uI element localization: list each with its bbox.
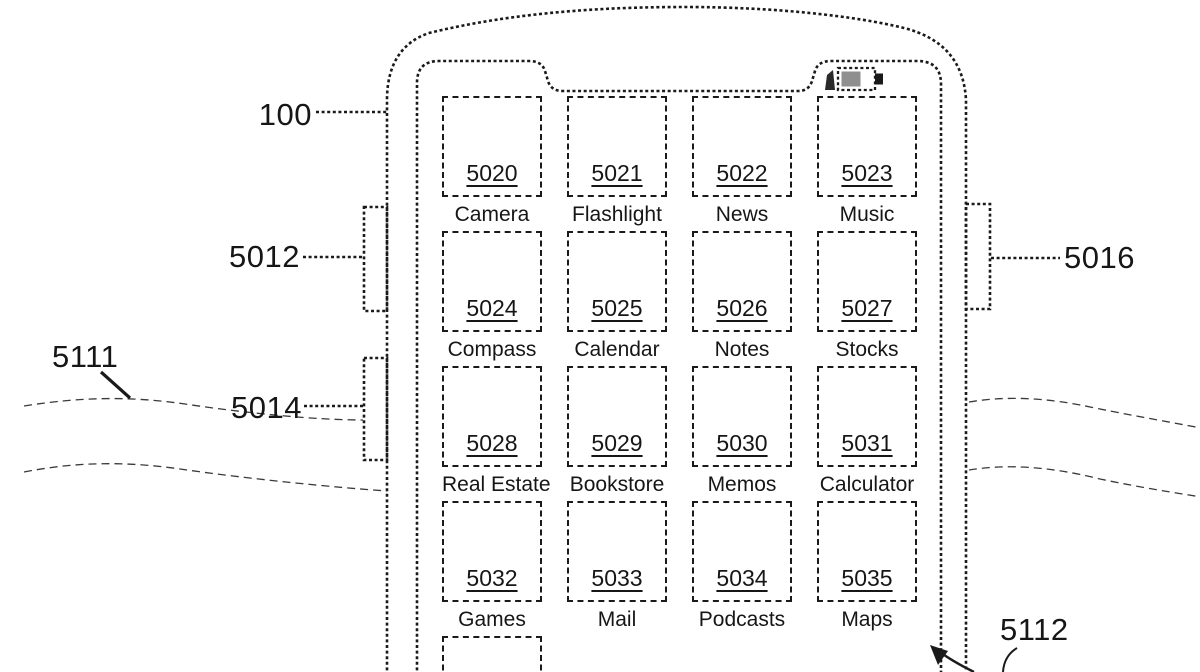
- battery-nub: [875, 73, 883, 85]
- leader-line-5111: [99, 370, 132, 400]
- app-icon-box: 5021: [567, 96, 667, 197]
- app-icon-box: 5026: [692, 231, 792, 332]
- app-ref-number: 5025: [591, 295, 643, 321]
- ref-label-device: 100: [258, 97, 312, 132]
- app-icon-cell: 5031 Calculator: [817, 366, 917, 501]
- app-icon-cell: 5035 Maps: [817, 501, 917, 636]
- app-icon-cell: 5022 News: [692, 96, 792, 231]
- app-icon-box: 5032: [442, 501, 542, 602]
- break-line-left-lower: [23, 463, 388, 492]
- app-name-label: News: [715, 203, 769, 226]
- app-name-label: Calculator: [819, 473, 915, 496]
- app-ref-number: 5027: [841, 295, 893, 321]
- app-name-label: Podcasts: [698, 608, 786, 631]
- ref-label-left-button-top: 5012: [229, 239, 300, 274]
- app-name-label: Bookstore: [569, 473, 665, 496]
- app-ref-number: 5024: [466, 295, 518, 321]
- ref-label-right-button: 5016: [1064, 240, 1135, 275]
- ref-label-swipe-arrow: 5112: [1000, 612, 1069, 647]
- app-icon-cell: 5025 Calendar: [567, 231, 667, 366]
- app-icon-cell: [442, 636, 542, 672]
- signal-icon: [825, 70, 835, 90]
- screen-outline: [415, 59, 943, 672]
- app-icon-cell: 5032 Games: [442, 501, 542, 636]
- app-name-label: Flashlight: [572, 203, 662, 226]
- break-line-right-lower: [968, 466, 1200, 498]
- app-icon-box: 5033: [567, 501, 667, 602]
- app-icon-cell: 5024 Compass: [442, 231, 542, 366]
- app-name-label: Real Estate: [442, 473, 551, 496]
- app-ref-number: 5032: [466, 565, 518, 591]
- app-icon-box: 5030: [692, 366, 792, 467]
- app-icon-box-partial: [442, 636, 542, 672]
- app-ref-number: 5022: [716, 160, 768, 186]
- app-grid: 5020 Camera 5021 Flashlight 5022 News 50…: [442, 96, 917, 672]
- app-name-label: Memos: [707, 473, 777, 496]
- app-icon-box: 5024: [442, 231, 542, 332]
- app-icon-box: 5028: [442, 366, 542, 467]
- app-icon-cell: 5029 Bookstore: [567, 366, 667, 501]
- app-icon-box: 5023: [817, 96, 917, 197]
- app-icon-cell: 5030 Memos: [692, 366, 792, 501]
- app-ref-number: 5028: [466, 430, 518, 456]
- app-ref-number: 5030: [716, 430, 768, 456]
- app-icon-box: 5022: [692, 96, 792, 197]
- app-icon-box: 5035: [817, 501, 917, 602]
- app-icon-box: 5027: [817, 231, 917, 332]
- app-icon-cell: 5028 Real Estate: [442, 366, 551, 501]
- app-icon-box: 5031: [817, 366, 917, 467]
- app-ref-number: 5034: [716, 565, 768, 591]
- device-body-outline: [385, 5, 968, 672]
- app-icon-cell: 5021 Flashlight: [567, 96, 667, 231]
- ref-label-break-lines: 5111: [52, 339, 119, 374]
- app-icon-cell: 5020 Camera: [442, 96, 542, 231]
- left-side-button-top: [362, 205, 389, 313]
- app-icon-cell: 5027 Stocks: [817, 231, 917, 366]
- app-ref-number: 5035: [841, 565, 893, 591]
- app-ref-number: 5026: [716, 295, 768, 321]
- app-ref-number: 5029: [591, 430, 643, 456]
- app-ref-number: 5021: [591, 160, 643, 186]
- app-icon-box: 5034: [692, 501, 792, 602]
- battery-fill: [841, 71, 861, 87]
- ref-label-left-button-bottom: 5014: [231, 390, 302, 425]
- app-name-label: Music: [839, 203, 895, 226]
- app-ref-number: 5020: [466, 160, 518, 186]
- app-icon-cell: 5033 Mail: [567, 501, 667, 636]
- left-side-button-bottom: [362, 356, 389, 462]
- app-name-label: Notes: [714, 338, 770, 361]
- app-icon-box: 5025: [567, 231, 667, 332]
- app-icon-box: 5020: [442, 96, 542, 197]
- app-icon-box: 5029: [567, 366, 667, 467]
- app-name-label: Calendar: [574, 338, 660, 361]
- app-name-label: Games: [458, 608, 526, 631]
- swipe-arrow-head: [930, 645, 948, 665]
- app-name-label: Camera: [454, 203, 530, 226]
- app-name-label: Compass: [447, 338, 537, 361]
- right-side-button: [964, 202, 992, 311]
- app-icon-cell: 5034 Podcasts: [692, 501, 792, 636]
- app-icon-cell: 5023 Music: [817, 96, 917, 231]
- app-ref-number: 5031: [841, 430, 893, 456]
- break-line-left-upper: [23, 397, 364, 421]
- leader-arc-5112: [1002, 647, 1018, 672]
- app-ref-number: 5033: [591, 565, 643, 591]
- app-name-label: Mail: [597, 608, 637, 631]
- app-icon-cell: 5026 Notes: [692, 231, 792, 366]
- app-name-label: Stocks: [835, 338, 899, 361]
- battery-icon: [836, 66, 877, 92]
- app-ref-number: 5023: [841, 160, 893, 186]
- break-line-right-upper: [968, 397, 1200, 429]
- app-name-label: Maps: [841, 608, 893, 631]
